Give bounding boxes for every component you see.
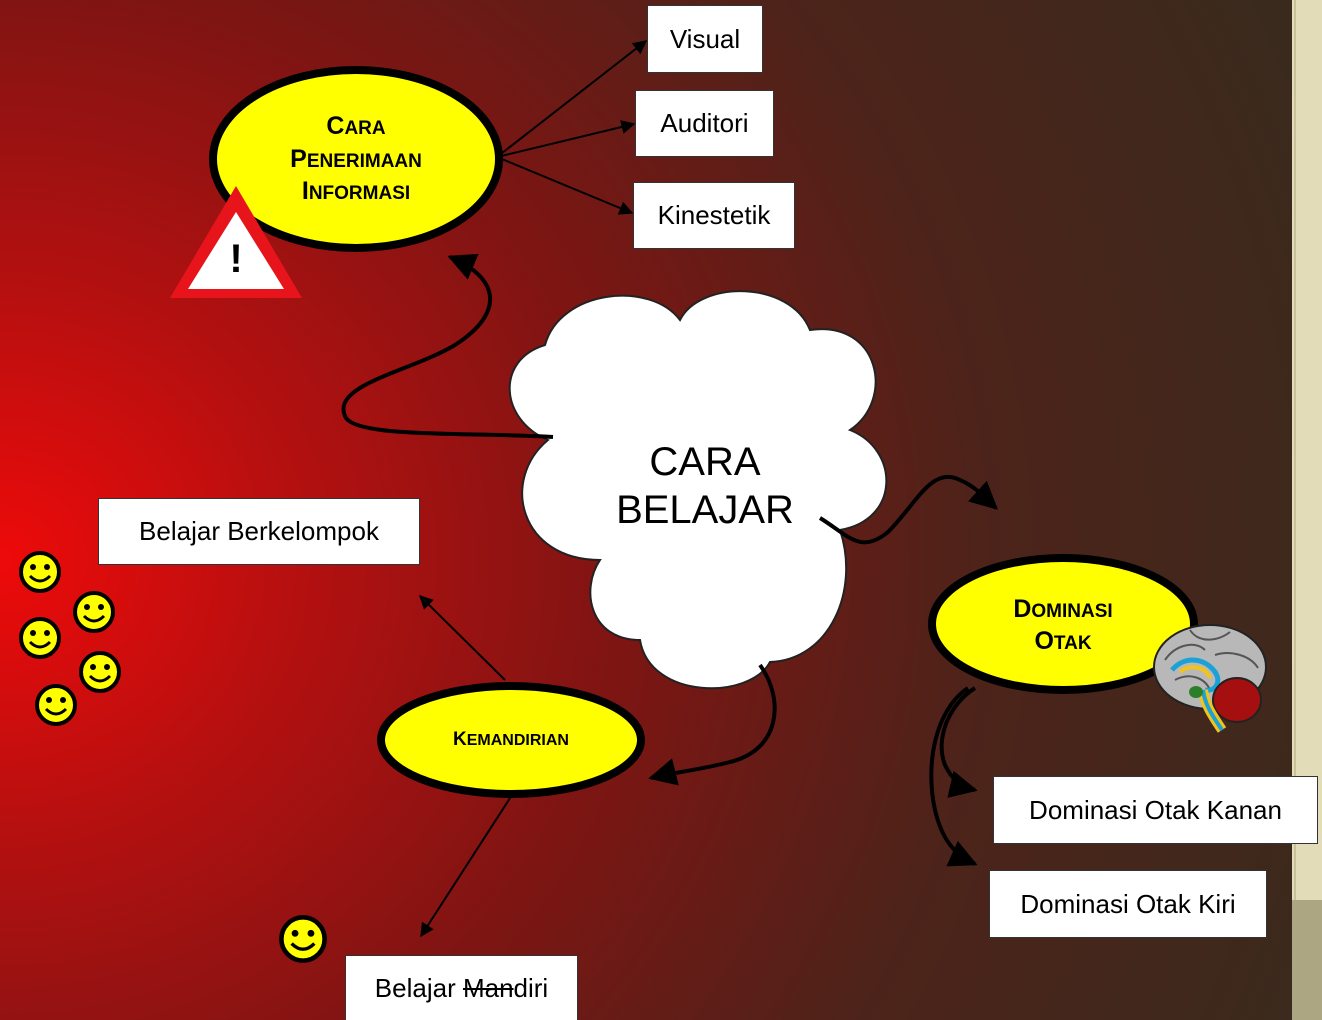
oval-penerimaan	[209, 66, 503, 252]
oval-kemandirian	[377, 682, 645, 798]
curve-cloud-to-dominasi	[818, 474, 999, 545]
curve-to-otak-kanan	[939, 686, 978, 798]
box-auditori: Auditori	[635, 90, 774, 157]
side-panel	[1292, 0, 1322, 1020]
brain-icon	[1153, 624, 1267, 733]
kemandirian-rest: EMANDIRIAN	[466, 731, 569, 749]
penerimaan-l1a: C	[326, 112, 345, 141]
arrow-to-mandiri	[420, 794, 513, 938]
penerimaan-l2b: ENERIMAAN	[306, 150, 422, 172]
dominasi-l1a: D	[1013, 594, 1032, 623]
arrow-to-berkelompok	[419, 595, 506, 681]
mandiri-text-a: Belajar	[374, 973, 463, 1003]
smiley-icon	[73, 591, 115, 633]
kemandirian-label: KEMANDIRIAN	[392, 715, 630, 765]
arrow-to-auditori	[496, 120, 636, 158]
dominasi-l2a: O	[1034, 627, 1054, 655]
penerimaan-label: CARA PENERIMAAN INFORMASI	[240, 92, 472, 226]
mandiri-text-c: diri	[513, 973, 549, 1003]
smiley-icon	[19, 617, 61, 659]
kemandirian-first: K	[453, 728, 467, 750]
mandiri-text-strike: Man	[462, 973, 514, 1003]
arrow-to-visual	[496, 40, 648, 158]
curve-cloud-to-kemandirian	[648, 663, 777, 786]
warning-icon: !	[170, 186, 302, 298]
box-otak-kanan: Dominasi Otak Kanan	[993, 776, 1318, 844]
warning-symbol: !	[229, 237, 242, 281]
smiley-icon	[35, 684, 77, 726]
smiley-icon	[79, 651, 121, 693]
cloud-shape	[508, 290, 888, 690]
box-visual: Visual	[647, 5, 763, 73]
penerimaan-l1b: ARA	[344, 118, 386, 140]
center-topic: CARA BELAJAR	[560, 438, 850, 534]
box-otak-kiri: Dominasi Otak Kiri	[989, 870, 1267, 938]
penerimaan-l3b: NFORMASI	[308, 183, 411, 205]
penerimaan-l3a: I	[301, 177, 309, 206]
box-belajar-berkelompok: Belajar Berkelompok	[98, 498, 420, 565]
penerimaan-l2a: P	[290, 144, 307, 173]
center-topic-line1: CARA	[649, 440, 761, 484]
smiley-icon	[279, 915, 327, 963]
box-kinestetik: Kinestetik	[633, 182, 795, 249]
side-panel-lower-block	[1292, 900, 1322, 1020]
dominasi-label: DOMINASI OTAK	[950, 580, 1176, 670]
center-topic-line2: BELAJAR	[616, 488, 794, 532]
curve-cloud-to-penerimaan	[341, 253, 554, 439]
dominasi-l2b: TAK	[1053, 633, 1092, 654]
arrow-to-kinestetik	[496, 156, 634, 215]
dominasi-l1b: OMINASI	[1031, 600, 1113, 622]
smiley-icon	[19, 551, 61, 593]
curve-to-otak-kiri	[929, 686, 978, 867]
side-panel-line	[1294, 0, 1296, 900]
oval-dominasi	[928, 554, 1198, 694]
